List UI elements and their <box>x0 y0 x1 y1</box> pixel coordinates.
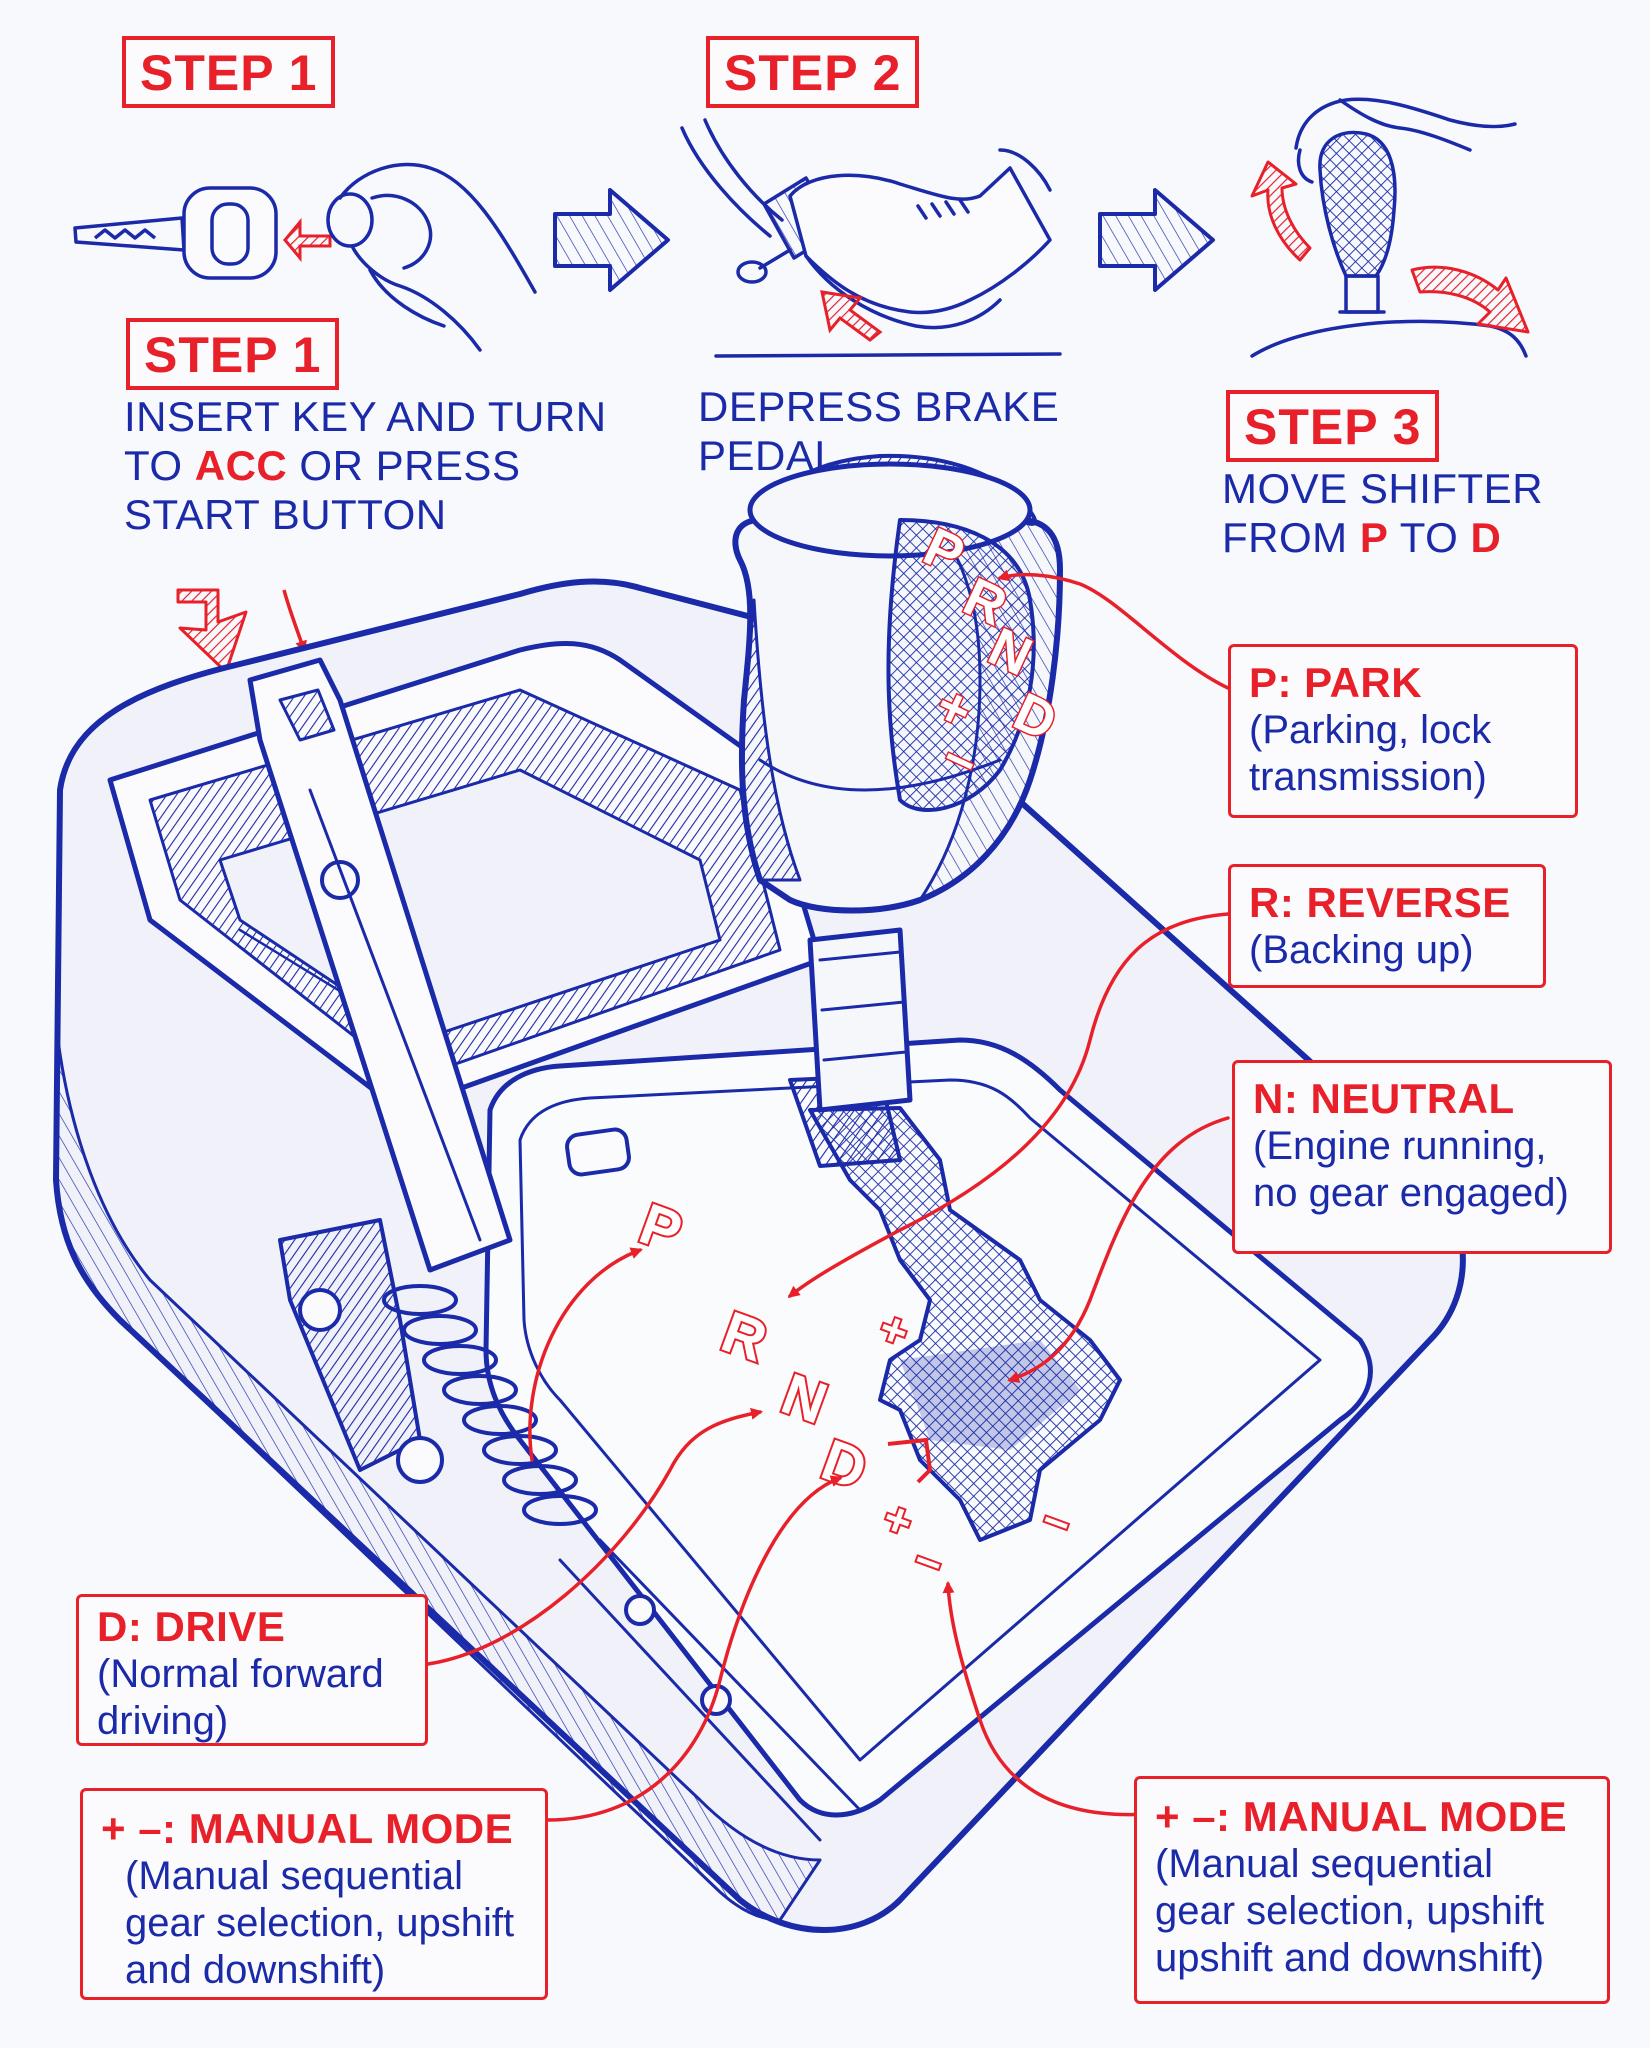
legend-drive: D: DRIVE (Normal forward driving) <box>76 1594 428 1746</box>
step3-line2: FROM P TO D <box>1222 514 1502 561</box>
legend-manual-right: + –: MANUAL MODE (Manual sequential gear… <box>1134 1776 1610 2004</box>
hand-on-shifter-icon <box>1250 97 1528 358</box>
legend-manual-right-desc: (Manual sequential gear selection, upshi… <box>1155 1842 1545 1980</box>
center-console <box>53 578 1466 1933</box>
legend-neutral-title: N: NEUTRAL <box>1253 1075 1515 1122</box>
callout-arrows <box>426 569 1230 1822</box>
shift-arrow-down-icon <box>1410 265 1530 334</box>
legend-park-desc: (Parking, lock transmission) <box>1249 708 1492 799</box>
legend-reverse-title: R: REVERSE <box>1249 879 1511 926</box>
legend-manual-left: + –: MANUAL MODE (Manual sequential gear… <box>80 1788 548 2000</box>
to-d-highlight: D <box>1470 514 1502 561</box>
step1-line1: INSERT KEY AND TURN <box>124 393 607 440</box>
step2-line1: DEPRESS BRAKE <box>698 383 1060 430</box>
key-icon <box>73 186 278 280</box>
next-arrow-icon <box>1098 188 1215 292</box>
step1-line3: START BUTTON <box>124 491 447 538</box>
shift-knob <box>732 453 1063 1168</box>
next-arrow-icon <box>553 188 670 292</box>
step1-label: STEP 1 <box>122 36 336 108</box>
shoe-icon <box>788 148 1052 330</box>
insert-arrow-icon <box>283 217 332 263</box>
legend-drive-desc: (Normal forward driving) <box>97 1652 384 1743</box>
step2-label: STEP 2 <box>706 36 920 108</box>
press-arrow-icon <box>820 290 883 342</box>
legend-reverse: R: REVERSE (Backing up) <box>1228 864 1546 988</box>
from-p-highlight: P <box>1359 514 1389 561</box>
step1-instruction: INSERT KEY AND TURN TO ACC OR PRESS STAR… <box>124 392 607 539</box>
acc-highlight: ACC <box>194 442 288 489</box>
step3-label: STEP 3 <box>1226 390 1440 462</box>
step1-line2: TO ACC OR PRESS <box>124 442 521 489</box>
legend-reverse-desc: (Backing up) <box>1249 928 1474 972</box>
legend-neutral-desc: (Engine running, no gear engaged) <box>1253 1124 1569 1215</box>
step1-text-label: STEP 1 <box>126 318 340 390</box>
legend-manual-right-title: + –: MANUAL MODE <box>1155 1793 1568 1840</box>
legend-park-title: P: PARK <box>1249 659 1423 706</box>
legend-manual-left-desc: (Manual sequential gear selection, upshi… <box>125 1854 515 1992</box>
step3-instruction: MOVE SHIFTER FROM P TO D <box>1222 464 1543 562</box>
legend-park: P: PARK (Parking, lock transmission) <box>1228 644 1578 818</box>
legend-manual-left-title: + –: MANUAL MODE <box>101 1805 514 1852</box>
step2-instruction: DEPRESS BRAKE PEDAL <box>698 382 1059 480</box>
step2-line2: PEDAL <box>698 432 839 479</box>
pointer-arrow-icon <box>282 589 307 653</box>
step3-line1: MOVE SHIFTER <box>1222 465 1544 512</box>
d-bracket <box>887 1437 933 1484</box>
down-arrow-icon <box>176 588 248 674</box>
hand-turning-key-icon <box>326 162 537 352</box>
shift-arrow-up-icon <box>1250 160 1312 262</box>
legend-drive-title: D: DRIVE <box>97 1603 286 1650</box>
legend-neutral: N: NEUTRAL (Engine running, no gear enga… <box>1232 1060 1612 1254</box>
